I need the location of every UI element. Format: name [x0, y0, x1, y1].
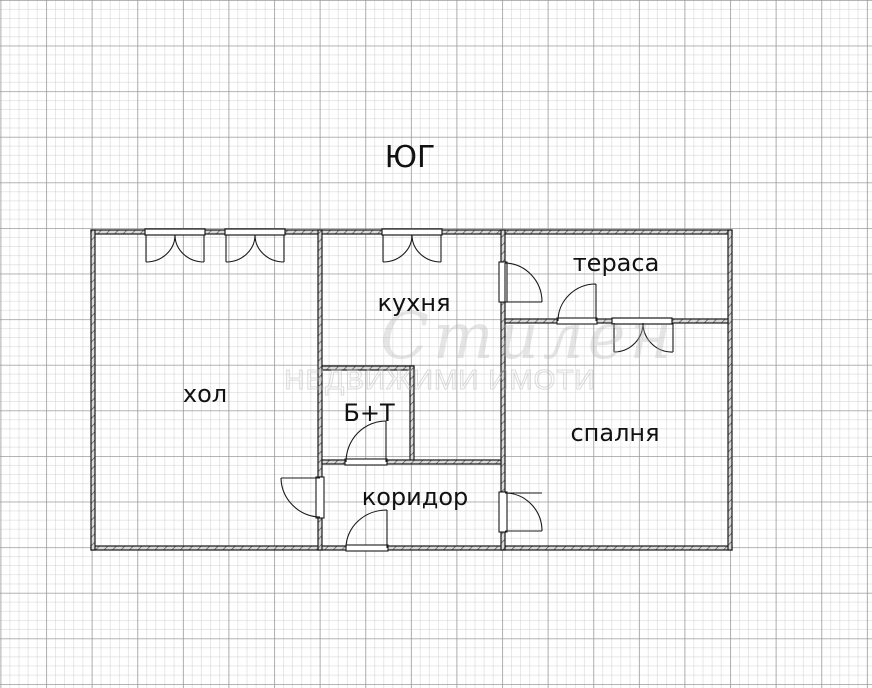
french-door-arcs	[145, 234, 674, 353]
room-label-corridor: коридор	[361, 483, 469, 511]
room-label-bedroom: спалня	[570, 419, 660, 447]
room-label-bathroom: Б+Т	[343, 399, 395, 427]
room-label-hall: хол	[182, 380, 228, 408]
single-doors	[280, 261, 598, 552]
room-label-kitchen: кухня	[377, 289, 451, 317]
room-label-terrace: тераса	[572, 249, 660, 277]
orientation-label-south: ЮГ	[384, 140, 436, 175]
